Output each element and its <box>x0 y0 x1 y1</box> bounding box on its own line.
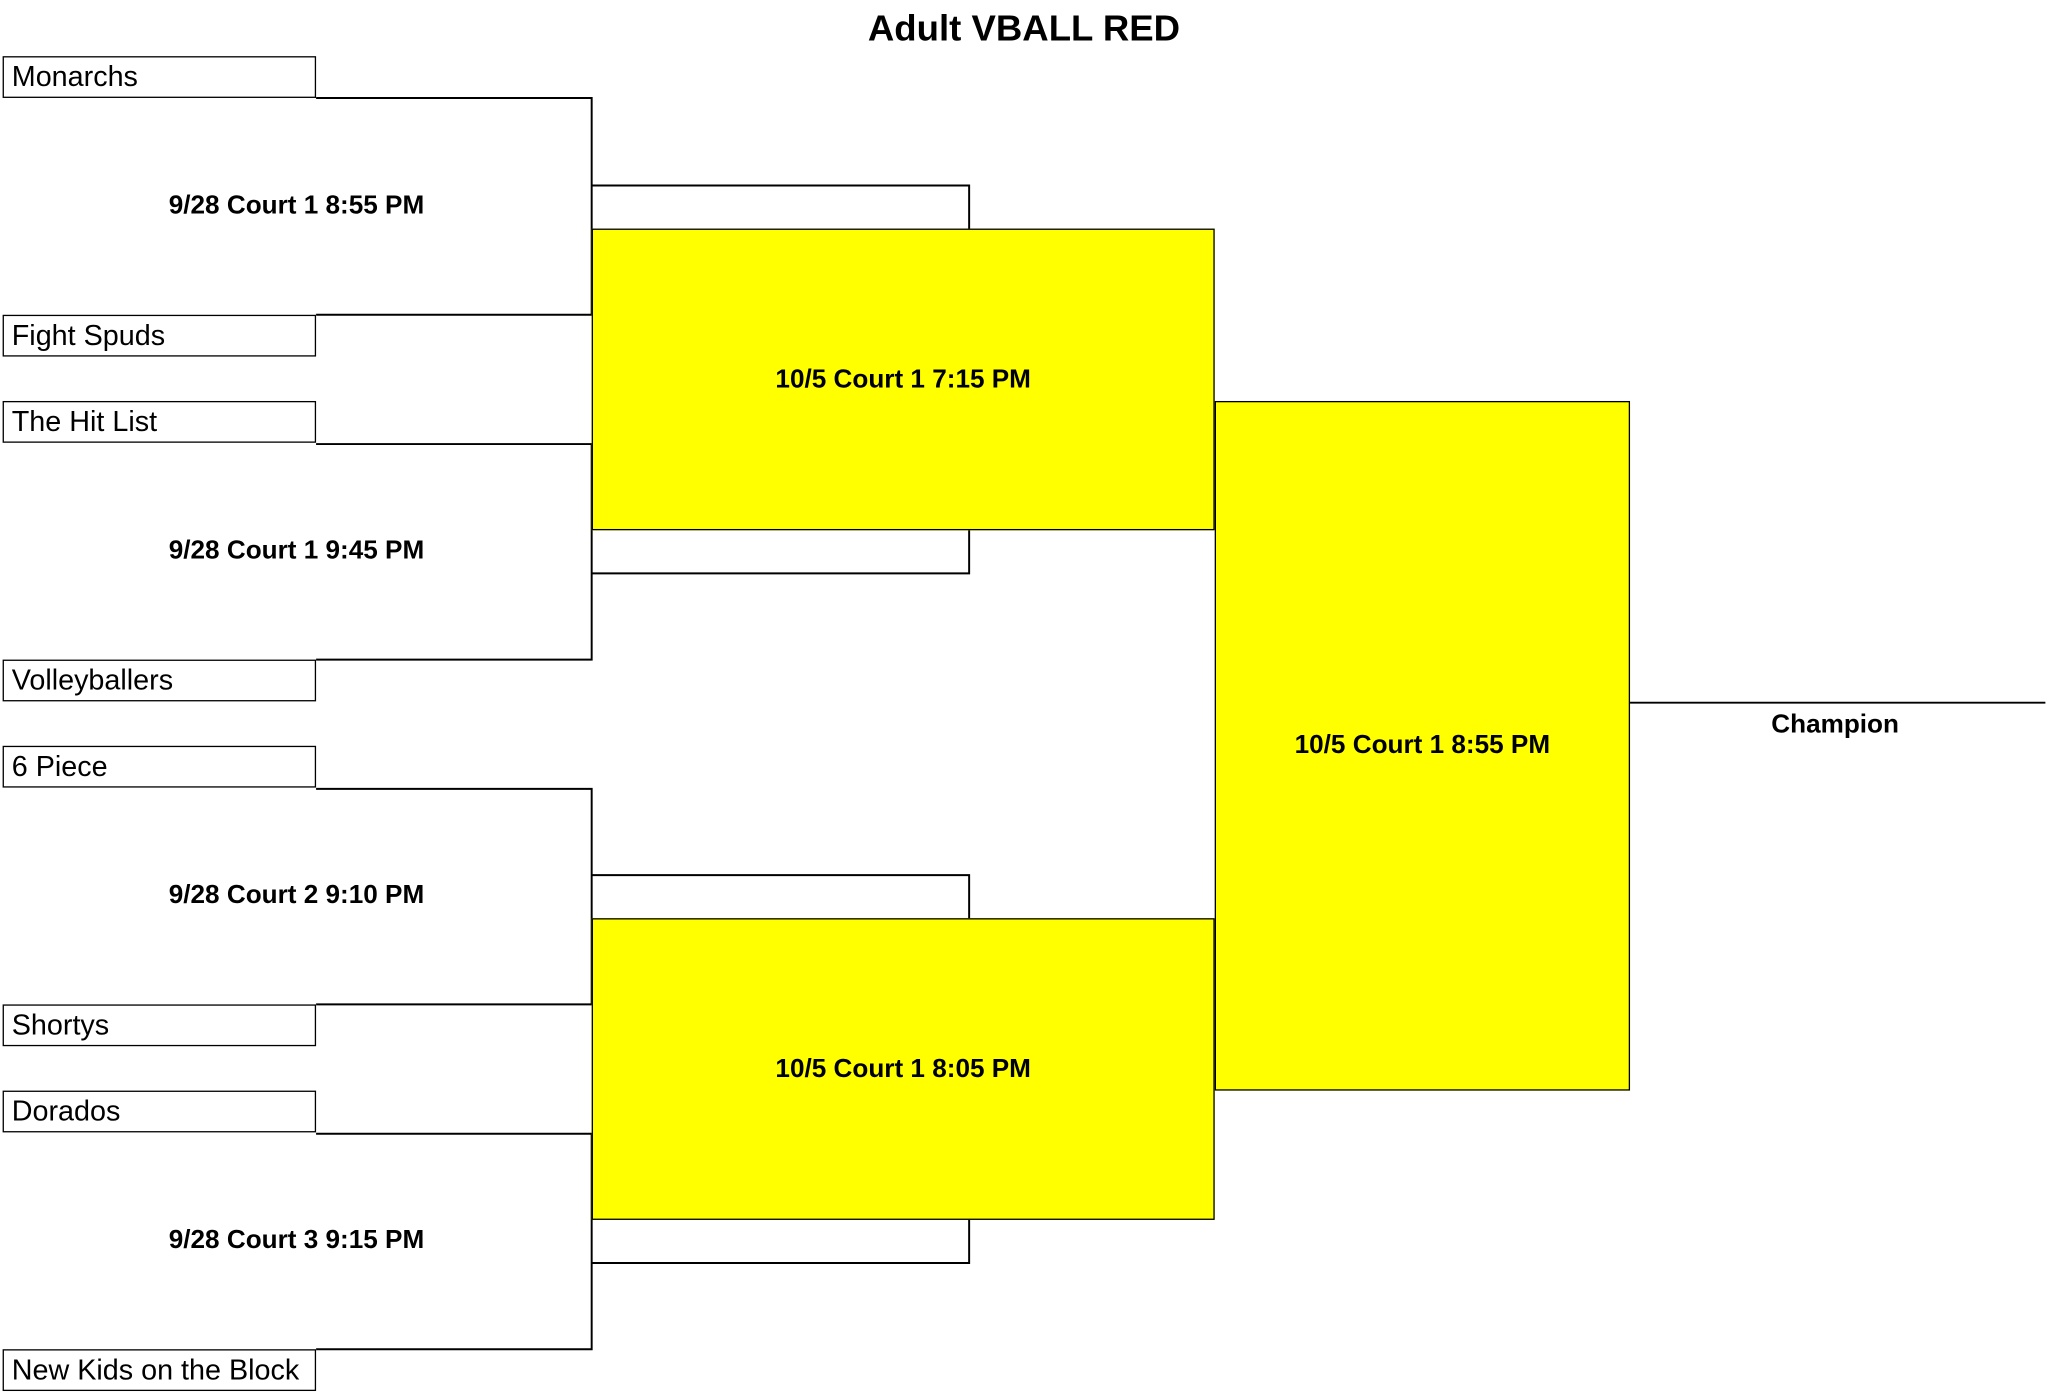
match-label-r2: 10/5 Court 1 8:05 PM <box>775 1054 1031 1083</box>
bracket-line-r1-m3 <box>316 787 593 1006</box>
team-slot: Monarchs <box>2 56 317 98</box>
team-slot: Shortys <box>2 1004 317 1047</box>
team-slot: 6 Piece <box>2 745 317 788</box>
match-label-r1: 9/28 Court 1 8:55 PM <box>168 191 425 221</box>
match-label-r2: 10/5 Court 1 7:15 PM <box>775 364 1031 394</box>
bracket-line-r2-bot-b <box>591 1219 971 1264</box>
match-label-r1: 9/28 Court 2 9:10 PM <box>168 880 425 910</box>
bracket-line-r1-m1 <box>316 96 593 316</box>
team-slot: Volleyballers <box>2 659 317 702</box>
bracket-line-r2-top-a <box>591 184 971 229</box>
champion-label: Champion <box>1771 710 1899 740</box>
semifinal-box-top: 10/5 Court 1 7:15 PM <box>591 228 1215 531</box>
semifinal-box-bottom: 10/5 Court 1 8:05 PM <box>591 918 1215 1220</box>
team-slot: New Kids on the Block <box>2 1349 317 1392</box>
bracket-title: Adult VBALL RED <box>867 7 1181 49</box>
match-label-final: 10/5 Court 1 8:55 PM <box>1294 730 1551 760</box>
bracket-line-r1-m2 <box>316 443 593 661</box>
final-box: 10/5 Court 1 8:55 PM <box>1214 400 1631 1091</box>
match-label-r1: 9/28 Court 3 9:15 PM <box>168 1225 425 1255</box>
team-slot: Dorados <box>2 1090 317 1133</box>
bracket-line-r2-top-b <box>591 530 971 575</box>
team-slot: The Hit List <box>2 400 317 443</box>
bracket-line-r1-m4 <box>316 1132 593 1351</box>
match-label-r1: 9/28 Court 1 9:45 PM <box>168 536 425 565</box>
team-slot: Fight Spuds <box>2 314 317 357</box>
bracket-line-r2-bot-a <box>591 874 971 919</box>
